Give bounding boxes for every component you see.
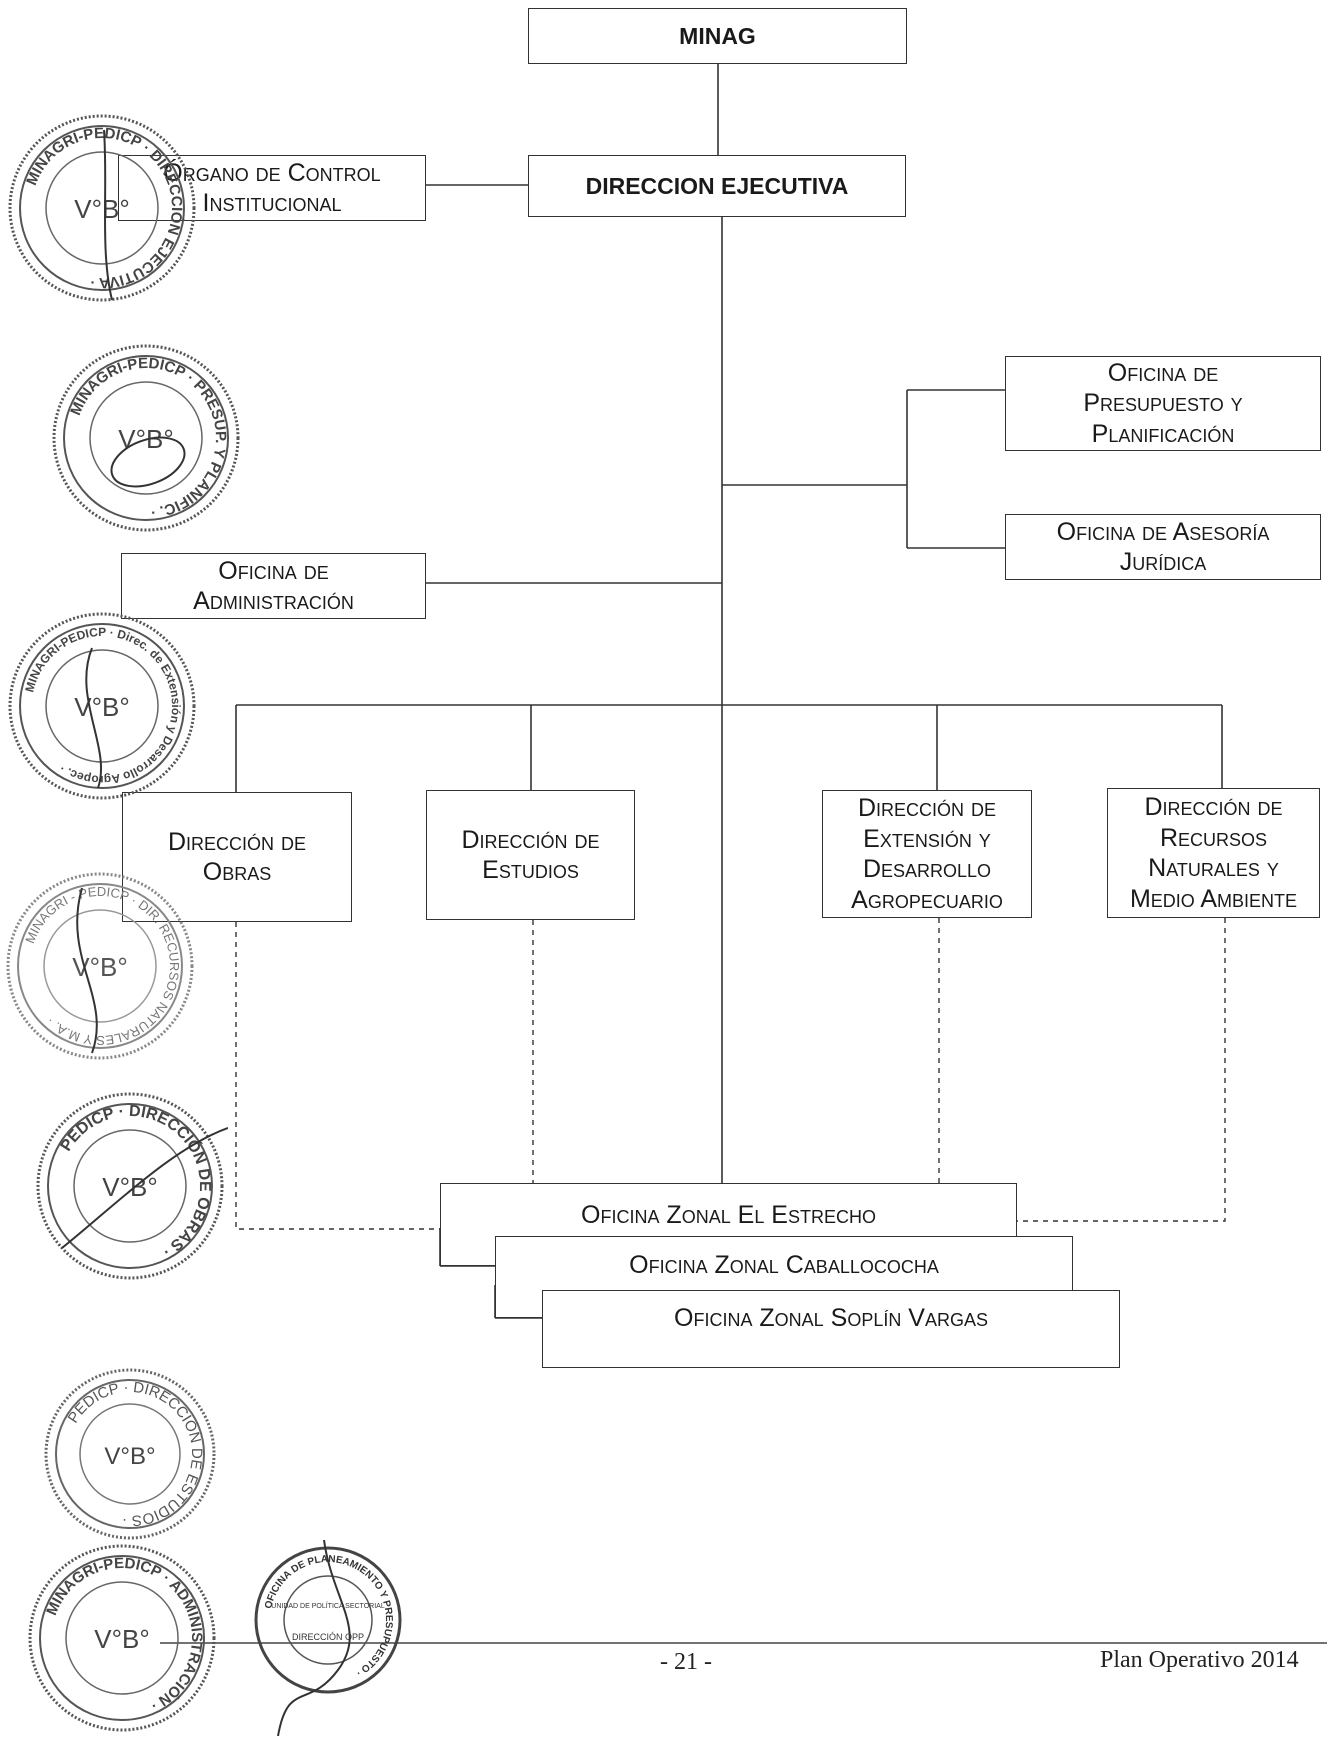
obras-box: Dirección de Obras — [122, 792, 352, 922]
svg-text:OFICINA DE PLANEAMIENTO Y PRES: OFICINA DE PLANEAMIENTO Y PRESUPUESTO · — [263, 1554, 394, 1678]
administracion-line-1: Oficina de — [218, 556, 329, 585]
administracion-line-2: Administración — [193, 587, 354, 615]
approval-stamp-extension: MINAGRI-PEDICP · Direc. de Extensión y D… — [8, 612, 196, 800]
organo-control-line-1: Órgano de Control — [163, 158, 381, 187]
zonal-caballococha-label: Oficina Zonal Caballococha — [629, 1251, 939, 1279]
asesoria-line-1: Oficina de Asesoría — [1056, 517, 1270, 546]
recursos-box: Dirección de Recursos Naturales y Medio … — [1107, 788, 1320, 918]
zonal-estrecho-label: Oficina Zonal El Estrecho — [581, 1201, 876, 1229]
estudios-box: Dirección de Estudios — [426, 790, 635, 920]
extension-line-4: Agropecuario — [851, 885, 1003, 914]
zonal-soplin-box: Oficina Zonal Soplín Vargas — [542, 1290, 1120, 1368]
approval-stamp-presupuesto: MINAGRI-PEDICP · PRESUP. Y PLANIFIC. · V… — [52, 344, 240, 532]
approval-stamp-recursos: MINAGRI - PEDICP · DIR. RECURSOS NATURAL… — [6, 872, 194, 1060]
extension-box: Dirección de Extensión y Desarrollo Agro… — [822, 790, 1032, 918]
recursos-line-1: Dirección de — [1144, 793, 1283, 821]
obras-line-2: Obras — [202, 858, 272, 886]
recursos-line-3: Naturales y — [1148, 854, 1279, 882]
page-number: - 21 - — [660, 1649, 712, 1675]
zonal-soplin-label: Oficina Zonal Soplín Vargas — [674, 1304, 988, 1332]
svg-text:V°B°: V°B° — [74, 194, 129, 224]
asesoria-line-2: Jurídica — [1119, 548, 1207, 576]
approval-stamp-administracion: MINAGRI-PEDICP · ADMINISTRACIÓN · V°B° — [28, 1544, 216, 1732]
document-title: Plan Operativo 2014 — [1100, 1647, 1299, 1673]
approval-stamp-planeamiento: OFICINA DE PLANEAMIENTO Y PRESUPUESTO · … — [254, 1540, 402, 1737]
svg-text:V°B°: V°B° — [72, 952, 127, 982]
minag-box: MINAG — [528, 8, 907, 64]
extension-line-1: Dirección de — [857, 794, 996, 822]
estudios-line-2: Estudios — [482, 856, 579, 884]
direccion-ejecutiva-label: DIRECCION EJECUTIVA — [585, 172, 849, 199]
presupuesto-box: Oficina de Presupuesto y Planificación — [1005, 356, 1321, 451]
recursos-line-4: Medio Ambiente — [1129, 884, 1298, 913]
extension-line-3: Desarrollo — [862, 855, 992, 883]
approval-stamp-estudios: PEDICP · DIRECCIÓN DE ESTUDIOS · V°B° — [44, 1368, 216, 1540]
presupuesto-line-1: Oficina de — [1107, 358, 1219, 387]
organo-control-line-2: Institucional — [202, 189, 342, 217]
svg-text:V°B°: V°B° — [94, 1624, 149, 1654]
presupuesto-line-2: Presupuesto y — [1083, 389, 1243, 418]
presupuesto-line-3: Planificación — [1091, 419, 1235, 448]
svg-text:UNIDAD DE POLÍTICA SECTORIAL: UNIDAD DE POLÍTICA SECTORIAL — [271, 1601, 385, 1610]
administracion-box: Oficina de Administración — [121, 553, 426, 619]
estudios-line-1: Dirección de — [461, 825, 600, 854]
recursos-line-2: Recursos — [1159, 823, 1268, 852]
direccion-ejecutiva-box: DIRECCION EJECUTIVA — [528, 155, 906, 217]
approval-stamp-direccion-ejecutiva: MINAGRI-PEDICP · DIRECCIÓN EJECUTIVA · V… — [8, 114, 196, 302]
obras-line-1: Dirección de — [167, 827, 306, 856]
dashed-recursos-zonal — [1017, 918, 1226, 1222]
organo-control-box: Órgano de Control Institucional — [118, 155, 426, 221]
extension-line-2: Extensión y — [863, 824, 991, 853]
dashed-obras-zonal — [235, 922, 440, 1230]
approval-stamp-obras: PEDICP · DIRECCIÓN DE OBRAS · V°B° — [36, 1092, 228, 1280]
minag-label: MINAG — [679, 22, 756, 49]
svg-text:DIRECCIÓN OPP: DIRECCIÓN OPP — [292, 1632, 364, 1642]
svg-text:V°B°: V°B° — [104, 1443, 155, 1470]
asesoria-box: Oficina de Asesoría Jurídica — [1005, 514, 1321, 580]
svg-text:V°B°: V°B° — [74, 692, 129, 722]
